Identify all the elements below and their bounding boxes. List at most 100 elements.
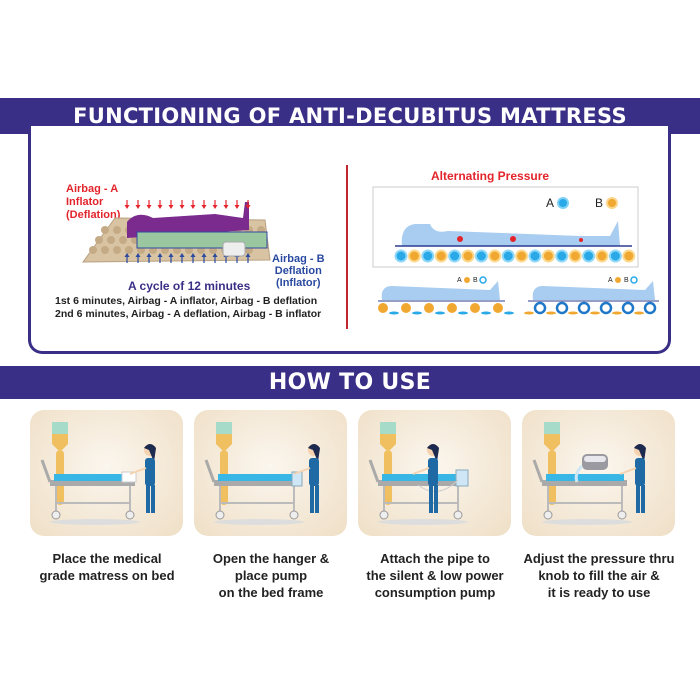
pressure-arrow-down	[179, 205, 185, 209]
step-caption: Open the hanger & place pump on the bed fr…	[181, 550, 361, 601]
step-caption-line: knob to fill the air &	[538, 568, 660, 583]
pressure-arrow-up	[247, 256, 249, 263]
pressure-arrow-down	[135, 205, 141, 209]
nurse-bed-illustration	[40, 422, 156, 525]
air-cell-b	[435, 311, 445, 315]
step-caption-line: place pump	[234, 568, 308, 583]
airbag-a-label: Airbag - A Inflator (Deflation)	[66, 183, 120, 222]
air-cell	[113, 246, 121, 254]
air-cell-b	[643, 301, 657, 315]
cycle-note: 2nd 6 minutes, Airbag - A deflation, Air…	[55, 308, 322, 320]
pressure-arrow-up	[146, 253, 152, 257]
air-cell-a	[582, 249, 596, 263]
air-cell-b	[504, 311, 514, 315]
air-cell-b	[568, 249, 582, 263]
step-illustration	[358, 410, 511, 536]
air-cell-b	[434, 249, 448, 263]
mattress-illustration	[82, 200, 271, 263]
air-cell-b	[622, 249, 636, 263]
pressure-arrow-up	[148, 256, 150, 263]
step-caption-line: on the bed frame	[218, 585, 324, 600]
air-cell-a	[568, 311, 578, 315]
air-cell-a	[546, 311, 556, 315]
air-cell-b	[389, 311, 399, 315]
air-cell-a	[590, 311, 600, 315]
pressure-arrow-down	[225, 200, 227, 206]
pressure-arrow-down	[181, 200, 183, 206]
air-cell-b	[458, 311, 468, 315]
air-cell-b	[595, 249, 609, 263]
pressure-arrow-up	[126, 256, 128, 263]
airbag-a-line: Inflator	[66, 196, 104, 208]
nurse-bed-illustration	[532, 422, 646, 525]
air-cell-a	[634, 311, 644, 315]
air-cell-a	[474, 249, 488, 263]
pressure-arrow-up	[168, 253, 174, 257]
step-caption-line: Attach the pipe to	[380, 551, 490, 566]
svg-text:A: A	[457, 277, 462, 284]
pressure-arrow-down	[159, 200, 161, 206]
air-cell	[113, 226, 121, 234]
pressure-arrow-down	[236, 200, 238, 206]
air-cell-b	[555, 301, 569, 315]
air-cell-a	[421, 249, 435, 263]
air-cell-a	[401, 303, 411, 313]
pressure-arrow-down	[201, 205, 207, 209]
air-cell-b	[412, 311, 422, 315]
air-cell-a	[555, 249, 569, 263]
pressure-arrow-up	[170, 256, 172, 263]
svg-text:B: B	[473, 277, 478, 284]
air-cell	[95, 236, 103, 244]
section-divider	[346, 165, 348, 329]
air-cell-a	[394, 249, 408, 263]
pressure-arrow-up	[159, 256, 161, 263]
pressure-arrow-up	[124, 253, 130, 257]
step-illustration	[194, 410, 347, 536]
step-caption-line: the silent & low power	[366, 568, 504, 583]
air-cell	[101, 246, 109, 254]
step-caption-line: Place the medical	[52, 551, 162, 566]
air-cell-a	[378, 303, 388, 313]
pressure-arrow-down	[245, 205, 251, 209]
step-caption: Attach the pipe to the silent & low power…	[345, 550, 525, 601]
air-cell-b	[599, 301, 613, 315]
pressure-arrow-down	[137, 200, 139, 206]
pressure-arrow-down	[203, 200, 205, 206]
cycle-notes: 1st 6 minutes, Airbag - A inflator, Airb…	[55, 295, 321, 321]
svg-text:B: B	[624, 277, 629, 284]
air-cell-a	[528, 249, 542, 263]
pressure-arrow-down	[247, 200, 249, 206]
air-cell	[125, 246, 133, 254]
pressure-arrow-down	[157, 205, 163, 209]
pressure-arrow-up	[203, 256, 205, 263]
pressure-arrow-down	[190, 205, 196, 209]
air-cell-b	[533, 301, 547, 315]
nurse-bed-illustration	[368, 422, 469, 525]
alternating-pressure-diagram: A B A B A B	[372, 186, 659, 315]
pressure-arrow-up	[135, 253, 141, 257]
svg-text:A: A	[608, 277, 613, 284]
nurse-icon	[129, 444, 156, 513]
pressure-arrow-down	[168, 205, 174, 209]
cycle-label: A cycle of 12 minutes	[128, 279, 251, 293]
pressure-arrow-down	[214, 200, 216, 206]
step-caption-line: Open the hanger &	[212, 551, 330, 566]
airbag-b-label: Airbag - B Deflation (Inflator)	[272, 253, 325, 289]
air-cell	[101, 226, 109, 234]
pressure-arrow-up	[137, 256, 139, 263]
nurse-icon	[412, 444, 439, 513]
nurse-icon	[293, 444, 320, 513]
pressure-arrow-down	[192, 200, 194, 206]
pressure-arrow-up	[212, 253, 218, 257]
pressure-arrow-down	[223, 205, 229, 209]
air-cell-a	[424, 303, 434, 313]
air-cell-b	[541, 249, 555, 263]
air-cell-b	[515, 249, 529, 263]
pressure-arrow-up	[225, 256, 227, 263]
air-cell-b	[621, 301, 635, 315]
air-cell-b	[488, 249, 502, 263]
section-title-how-to-use: HOW TO USE	[0, 366, 700, 399]
airbag-a-line: (Deflation)	[66, 209, 121, 221]
